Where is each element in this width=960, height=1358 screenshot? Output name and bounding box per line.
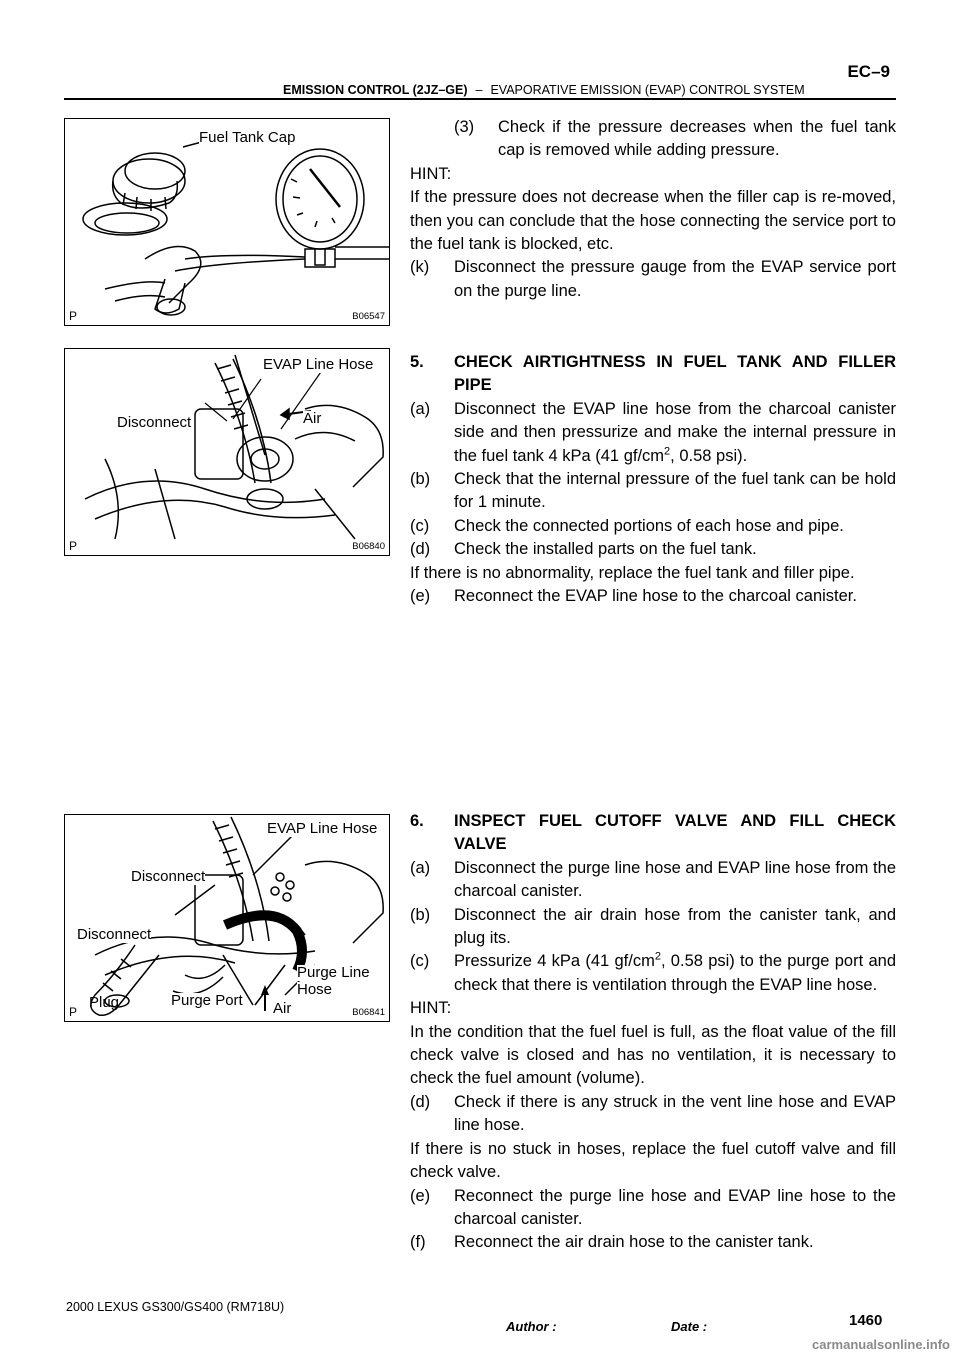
callout-purge-line: Purge Line <box>297 964 370 981</box>
text-block-pressure-check: (3) Check if the pressure decreases when… <box>410 116 896 303</box>
header-separator: – <box>475 83 483 97</box>
figure-corner-label: P <box>69 1005 78 1019</box>
section-6-step-e: (e) Reconnect the purge line hose and EV… <box>410 1186 896 1228</box>
callout-evap-line-hose: EVAP Line Hose <box>263 356 374 373</box>
header-rule <box>64 98 896 100</box>
section-6-hint-text: In the condition that the fuel fuel is f… <box>410 1022 896 1088</box>
evap-line-hose-illustration <box>84 354 384 540</box>
footer-page-number: 1460 <box>849 1312 883 1329</box>
section-6-note: If there is no stuck in hoses, replace t… <box>410 1139 896 1182</box>
section-6-step-b: (b) Disconnect the air drain hose from t… <box>410 905 896 948</box>
section-5-step-a: (a) Disconnect the EVAP line hose from t… <box>410 399 896 465</box>
callout-purge-hose: Hose <box>297 981 333 998</box>
section-6-step-a: (a) Disconnect the purge line hose and E… <box>410 858 896 901</box>
callout-plug: Plug <box>89 994 120 1011</box>
section-5-step-e: (e) Reconnect the EVAP line hose to the … <box>410 587 857 606</box>
callout-disconnect-lower: Disconnect <box>77 926 152 943</box>
page-code: EC–9 <box>847 62 890 81</box>
running-header: EMISSION CONTROL (2JZ–GE)–EVAPORATIVE EM… <box>283 83 805 97</box>
figure-evap-line-hose: EVAP Line Hose Disconnect Air P B06840 <box>64 348 390 556</box>
section-5: 5. CHECK AIRTIGHTNESS IN FUEL TANK AND F… <box>410 351 896 608</box>
step-3: (3) Check if the pressure decreases when… <box>454 118 896 160</box>
callout-air: Air <box>273 1000 292 1017</box>
figure-corner-label: P <box>69 309 78 323</box>
footer-author-label: Author : <box>506 1319 557 1334</box>
figure-fuel-cutoff-valve: EVAP Line Hose Disconnect Disconnect Pur… <box>64 814 390 1022</box>
section-5-step-d: (d) Check the installed parts on the fue… <box>410 540 757 559</box>
hint-text: If the pressure does not decrease when t… <box>410 188 896 254</box>
section-6-heading: 6. INSPECT FUEL CUTOFF VALVE AND FILL CH… <box>410 812 896 854</box>
figure-code: B06547 <box>352 311 385 322</box>
header-section: EMISSION CONTROL (2JZ–GE) <box>283 83 468 97</box>
section-6-hint-label: HINT: <box>410 999 452 1018</box>
callout-air: Air <box>303 410 322 427</box>
section-6-step-f: (f) Reconnect the air drain hose to the … <box>410 1233 814 1252</box>
fuel-tank-cap-illustration <box>82 138 389 316</box>
section-5-step-c: (c) Check the connected portions of each… <box>410 516 844 535</box>
section-6-step-c: (c) Pressurize 4 kPa (41 gf/cm2, 0.58 ps… <box>410 950 896 994</box>
section-5-step-b: (b) Check that the internal pressure of … <box>410 470 896 512</box>
section-6: 6. INSPECT FUEL CUTOFF VALVE AND FILL CH… <box>410 810 896 1255</box>
fuel-cutoff-valve-illustration <box>90 816 384 1017</box>
step-k: (k) Disconnect the pressure gauge from t… <box>410 258 896 300</box>
callout-disconnect-upper: Disconnect <box>131 868 206 885</box>
callout-purge-port: Purge Port <box>171 992 243 1009</box>
figure-fuel-tank-cap: Fuel Tank Cap P B06547 <box>64 118 390 326</box>
footer-vehicle: 2000 LEXUS GS300/GS400 (RM718U) <box>66 1300 285 1314</box>
callout-evap-line-hose: EVAP Line Hose <box>267 820 378 837</box>
watermark[interactable]: carmanualsonline.info <box>812 1337 950 1352</box>
callout-disconnect: Disconnect <box>117 414 192 431</box>
hint-label: HINT: <box>410 164 452 183</box>
section-6-step-d: (d) Check if there is any struck in the … <box>410 1092 896 1135</box>
figure-corner-label: P <box>69 539 78 553</box>
header-subsection: EVAPORATIVE EMISSION (EVAP) CONTROL SYST… <box>490 83 805 97</box>
section-5-heading: 5. CHECK AIRTIGHTNESS IN FUEL TANK AND F… <box>410 353 896 395</box>
callout-fuel-tank-cap: Fuel Tank Cap <box>199 129 296 146</box>
figure-code: B06841 <box>352 1007 385 1018</box>
figure-code: B06840 <box>352 541 385 552</box>
section-5-note: If there is no abnormality, replace the … <box>410 563 855 582</box>
footer-date-label: Date : <box>671 1319 708 1334</box>
